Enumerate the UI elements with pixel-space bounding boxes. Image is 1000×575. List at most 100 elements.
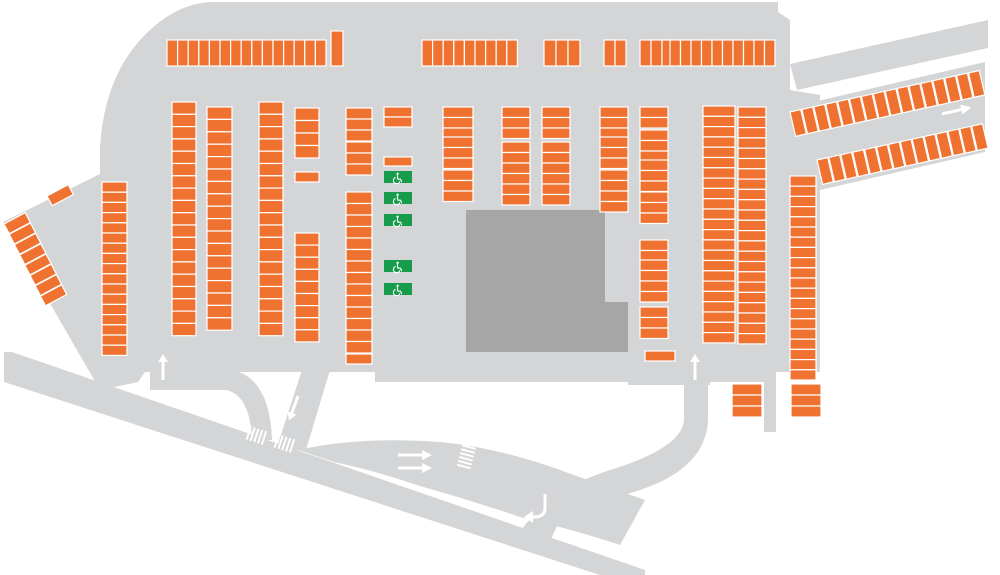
parking-space [737,240,767,252]
parking-space [737,209,767,221]
parking-space [304,39,316,67]
parking-space [206,168,233,182]
parking-space [261,39,274,67]
main-road [4,352,645,575]
parking-space [789,246,817,259]
parking-space [345,202,373,216]
parking-space [230,39,242,67]
parking-space [101,344,128,357]
accessible-space [384,283,412,297]
parking-space [206,292,233,306]
parking-space [294,171,320,183]
parking-space [789,338,817,351]
parking-space [896,85,915,114]
parking-space [650,39,663,67]
parking-space [639,191,669,204]
parking-space [294,280,320,295]
parking-space [599,200,629,213]
parking-space [206,106,233,120]
parking-space [599,116,629,129]
parking-space [669,39,682,67]
parking-space [541,116,571,129]
parking-space [345,163,373,176]
parking-space [501,183,531,196]
parking-space [789,308,817,320]
parking-space [501,172,531,185]
parking-space [737,188,767,201]
parking-space [206,317,233,331]
parking-space [272,39,285,67]
crosswalk-east [456,444,476,470]
parking-space [899,138,918,167]
parking-space [884,88,903,117]
parking-space [206,156,233,170]
parking-space [294,292,320,307]
parking-space [442,169,474,182]
parking-space [171,138,197,152]
parking-space [639,212,669,225]
parking-space [198,39,211,67]
parking-space [737,199,767,211]
parking-space [737,126,767,139]
store-building [466,210,628,352]
parking-space [345,271,373,285]
parking-space [702,280,736,293]
parking-space [790,383,822,396]
parking-space [258,236,284,251]
parking-space [737,302,767,314]
parking-space [101,181,128,193]
parking-space [101,201,128,214]
parking-space [702,167,736,179]
parking-space [836,98,855,127]
parking-space [731,383,763,396]
arrow-icon [532,494,547,519]
parking-space [101,283,128,295]
parking-space [258,298,284,312]
parking-space [294,317,320,331]
parking-space [101,314,128,326]
parking-space [639,39,652,67]
parking-space [599,190,629,203]
parking-space [501,127,531,140]
parking-space [171,125,197,140]
parking-space [206,131,233,145]
parking-space [721,39,734,67]
parking-space [294,132,320,147]
parking-space [442,146,474,159]
parking-space [294,107,320,122]
parking-space [639,269,669,282]
parking-space [639,159,669,172]
parking-space [345,225,373,239]
parking-space [543,39,557,67]
parking-space [171,298,197,312]
parking-space [432,39,444,67]
parking-space [599,169,629,182]
parking-space [330,30,344,67]
direction-arrows [158,104,972,523]
parking-space [737,106,767,118]
parking-space [690,39,703,67]
parking-space [702,218,736,231]
parking-space [258,138,284,152]
parking-space [258,261,284,275]
parking-space [737,168,767,180]
parking-space [442,116,474,129]
parking-space [702,208,736,220]
parking-space [442,136,474,149]
parking-space [639,316,669,329]
parking-space [345,317,373,331]
parking-space [702,249,736,262]
parking-space [702,259,736,272]
parking-space [453,39,465,67]
parking-space [258,125,284,140]
parking-space [737,333,767,345]
parking-space [702,177,736,190]
parking-space [955,72,974,101]
parking-space [920,80,938,109]
parking-space [789,267,817,279]
accessible-spaces [384,171,412,297]
parking-space [967,69,986,99]
parking-space [702,146,736,159]
parking-space [101,252,128,265]
